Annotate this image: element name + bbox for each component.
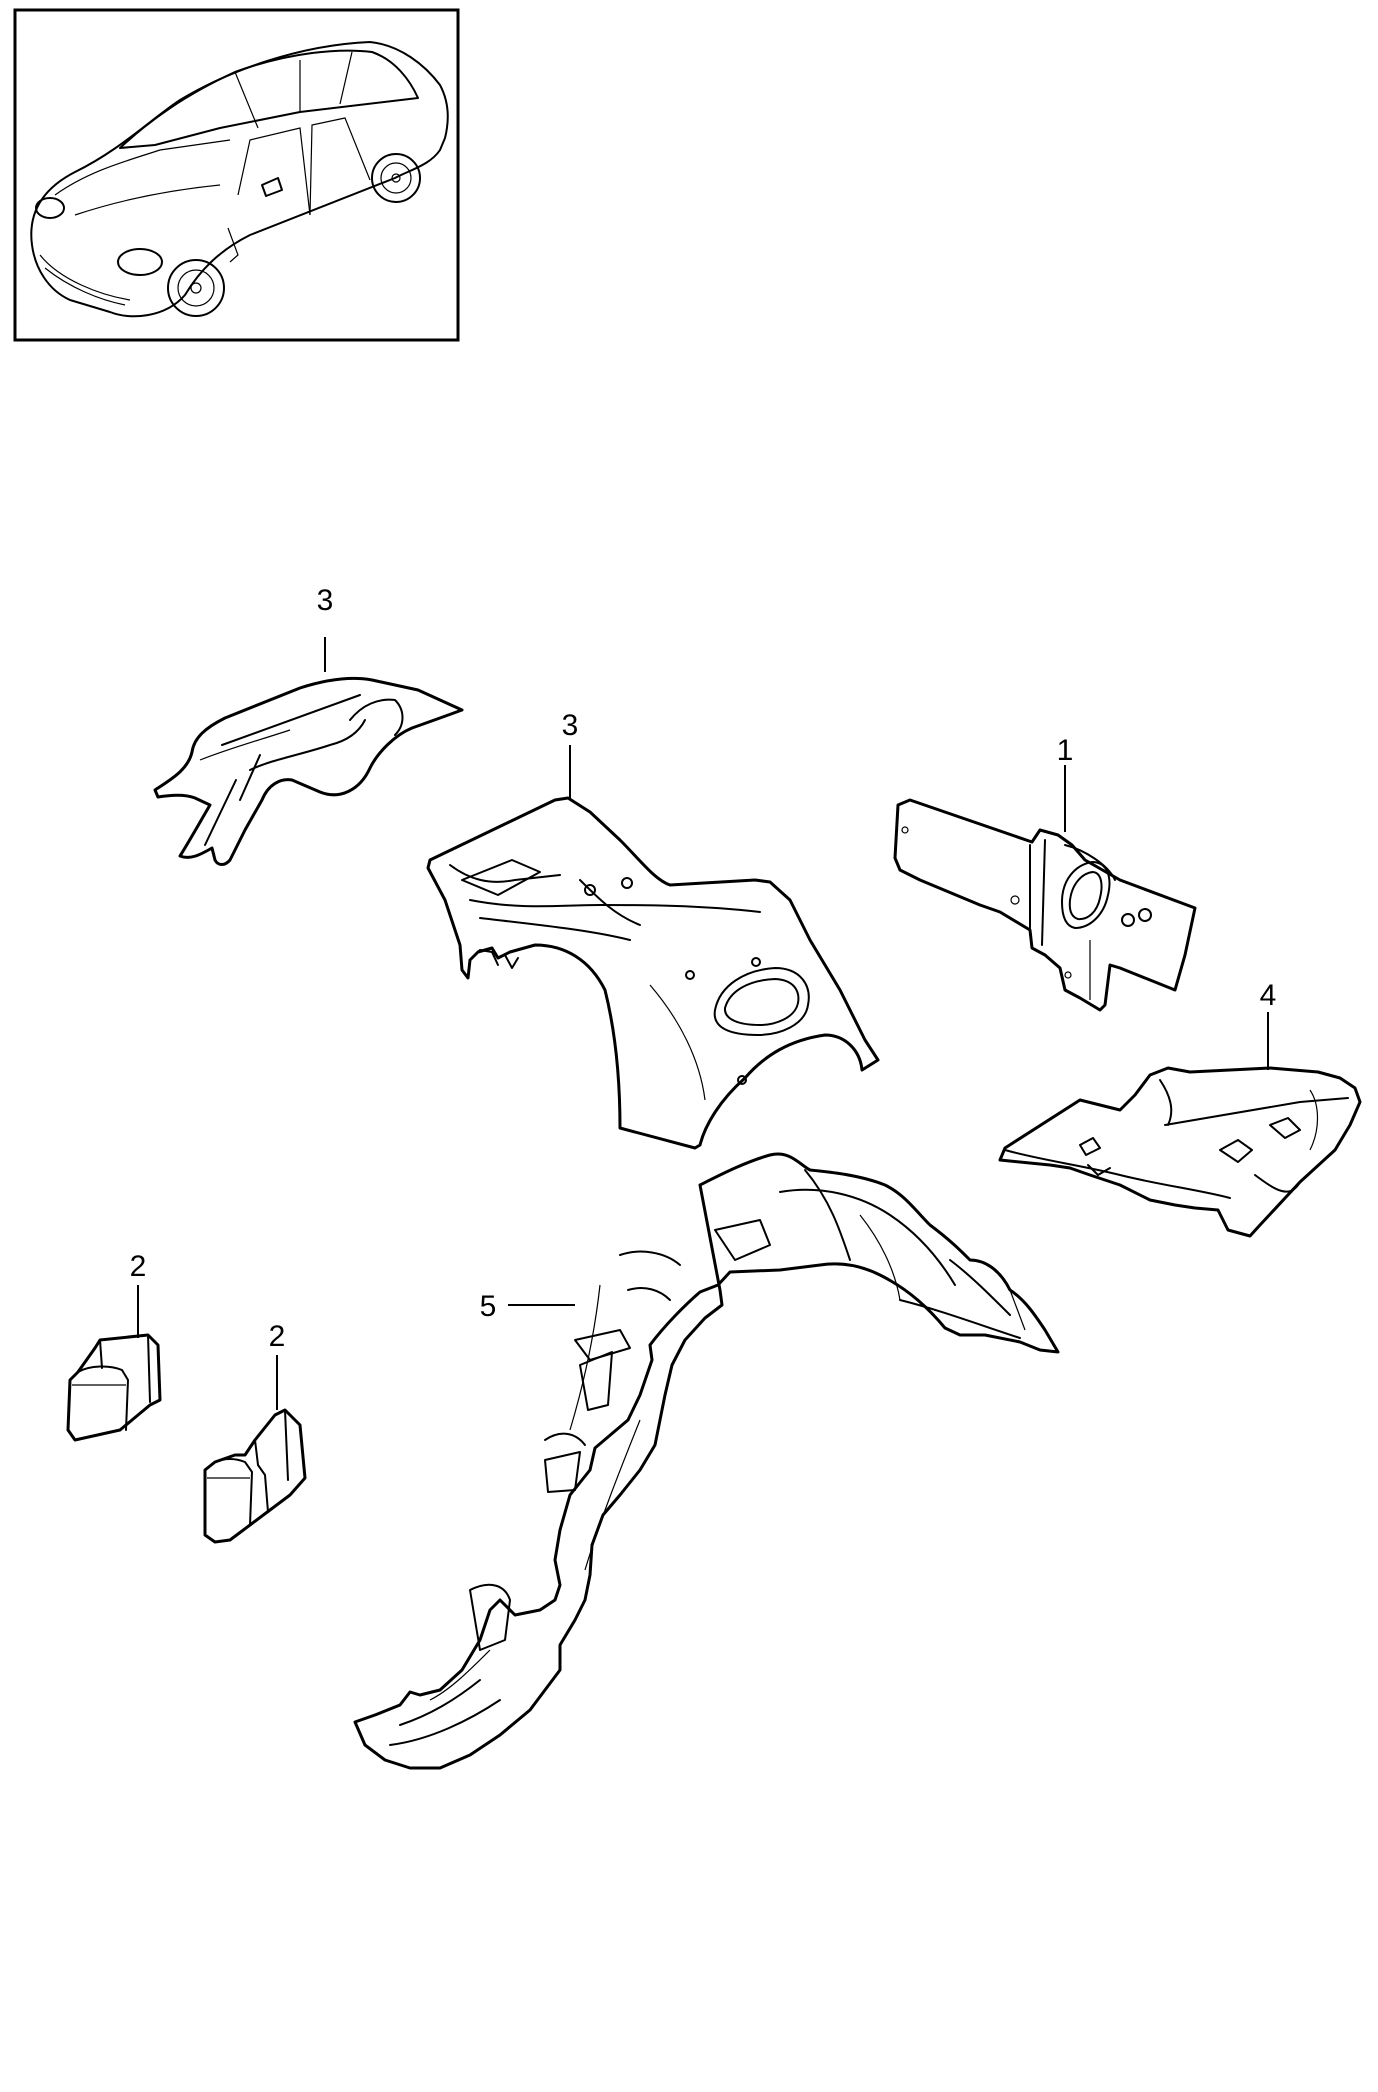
callout-3-center: 3	[562, 709, 579, 742]
part-4	[998, 1066, 1362, 1238]
callout-2-right: 2	[269, 1320, 286, 1353]
vehicle-thumbnail	[13, 8, 460, 342]
part-2-block-right	[203, 1408, 307, 1544]
callout-2-left: 2	[130, 1250, 147, 1283]
part-2-block-left	[66, 1333, 162, 1442]
callout-4: 4	[1260, 979, 1277, 1012]
part-1-bracket	[893, 798, 1197, 1012]
callout-1: 1	[1057, 734, 1074, 767]
callout-3-upper: 3	[317, 584, 334, 617]
callout-5: 5	[480, 1290, 497, 1323]
part-3-upper	[153, 676, 464, 866]
part-5-wheel-arch	[353, 1152, 1060, 1770]
car-illustration	[30, 41, 449, 318]
part-3-center	[426, 796, 880, 1150]
